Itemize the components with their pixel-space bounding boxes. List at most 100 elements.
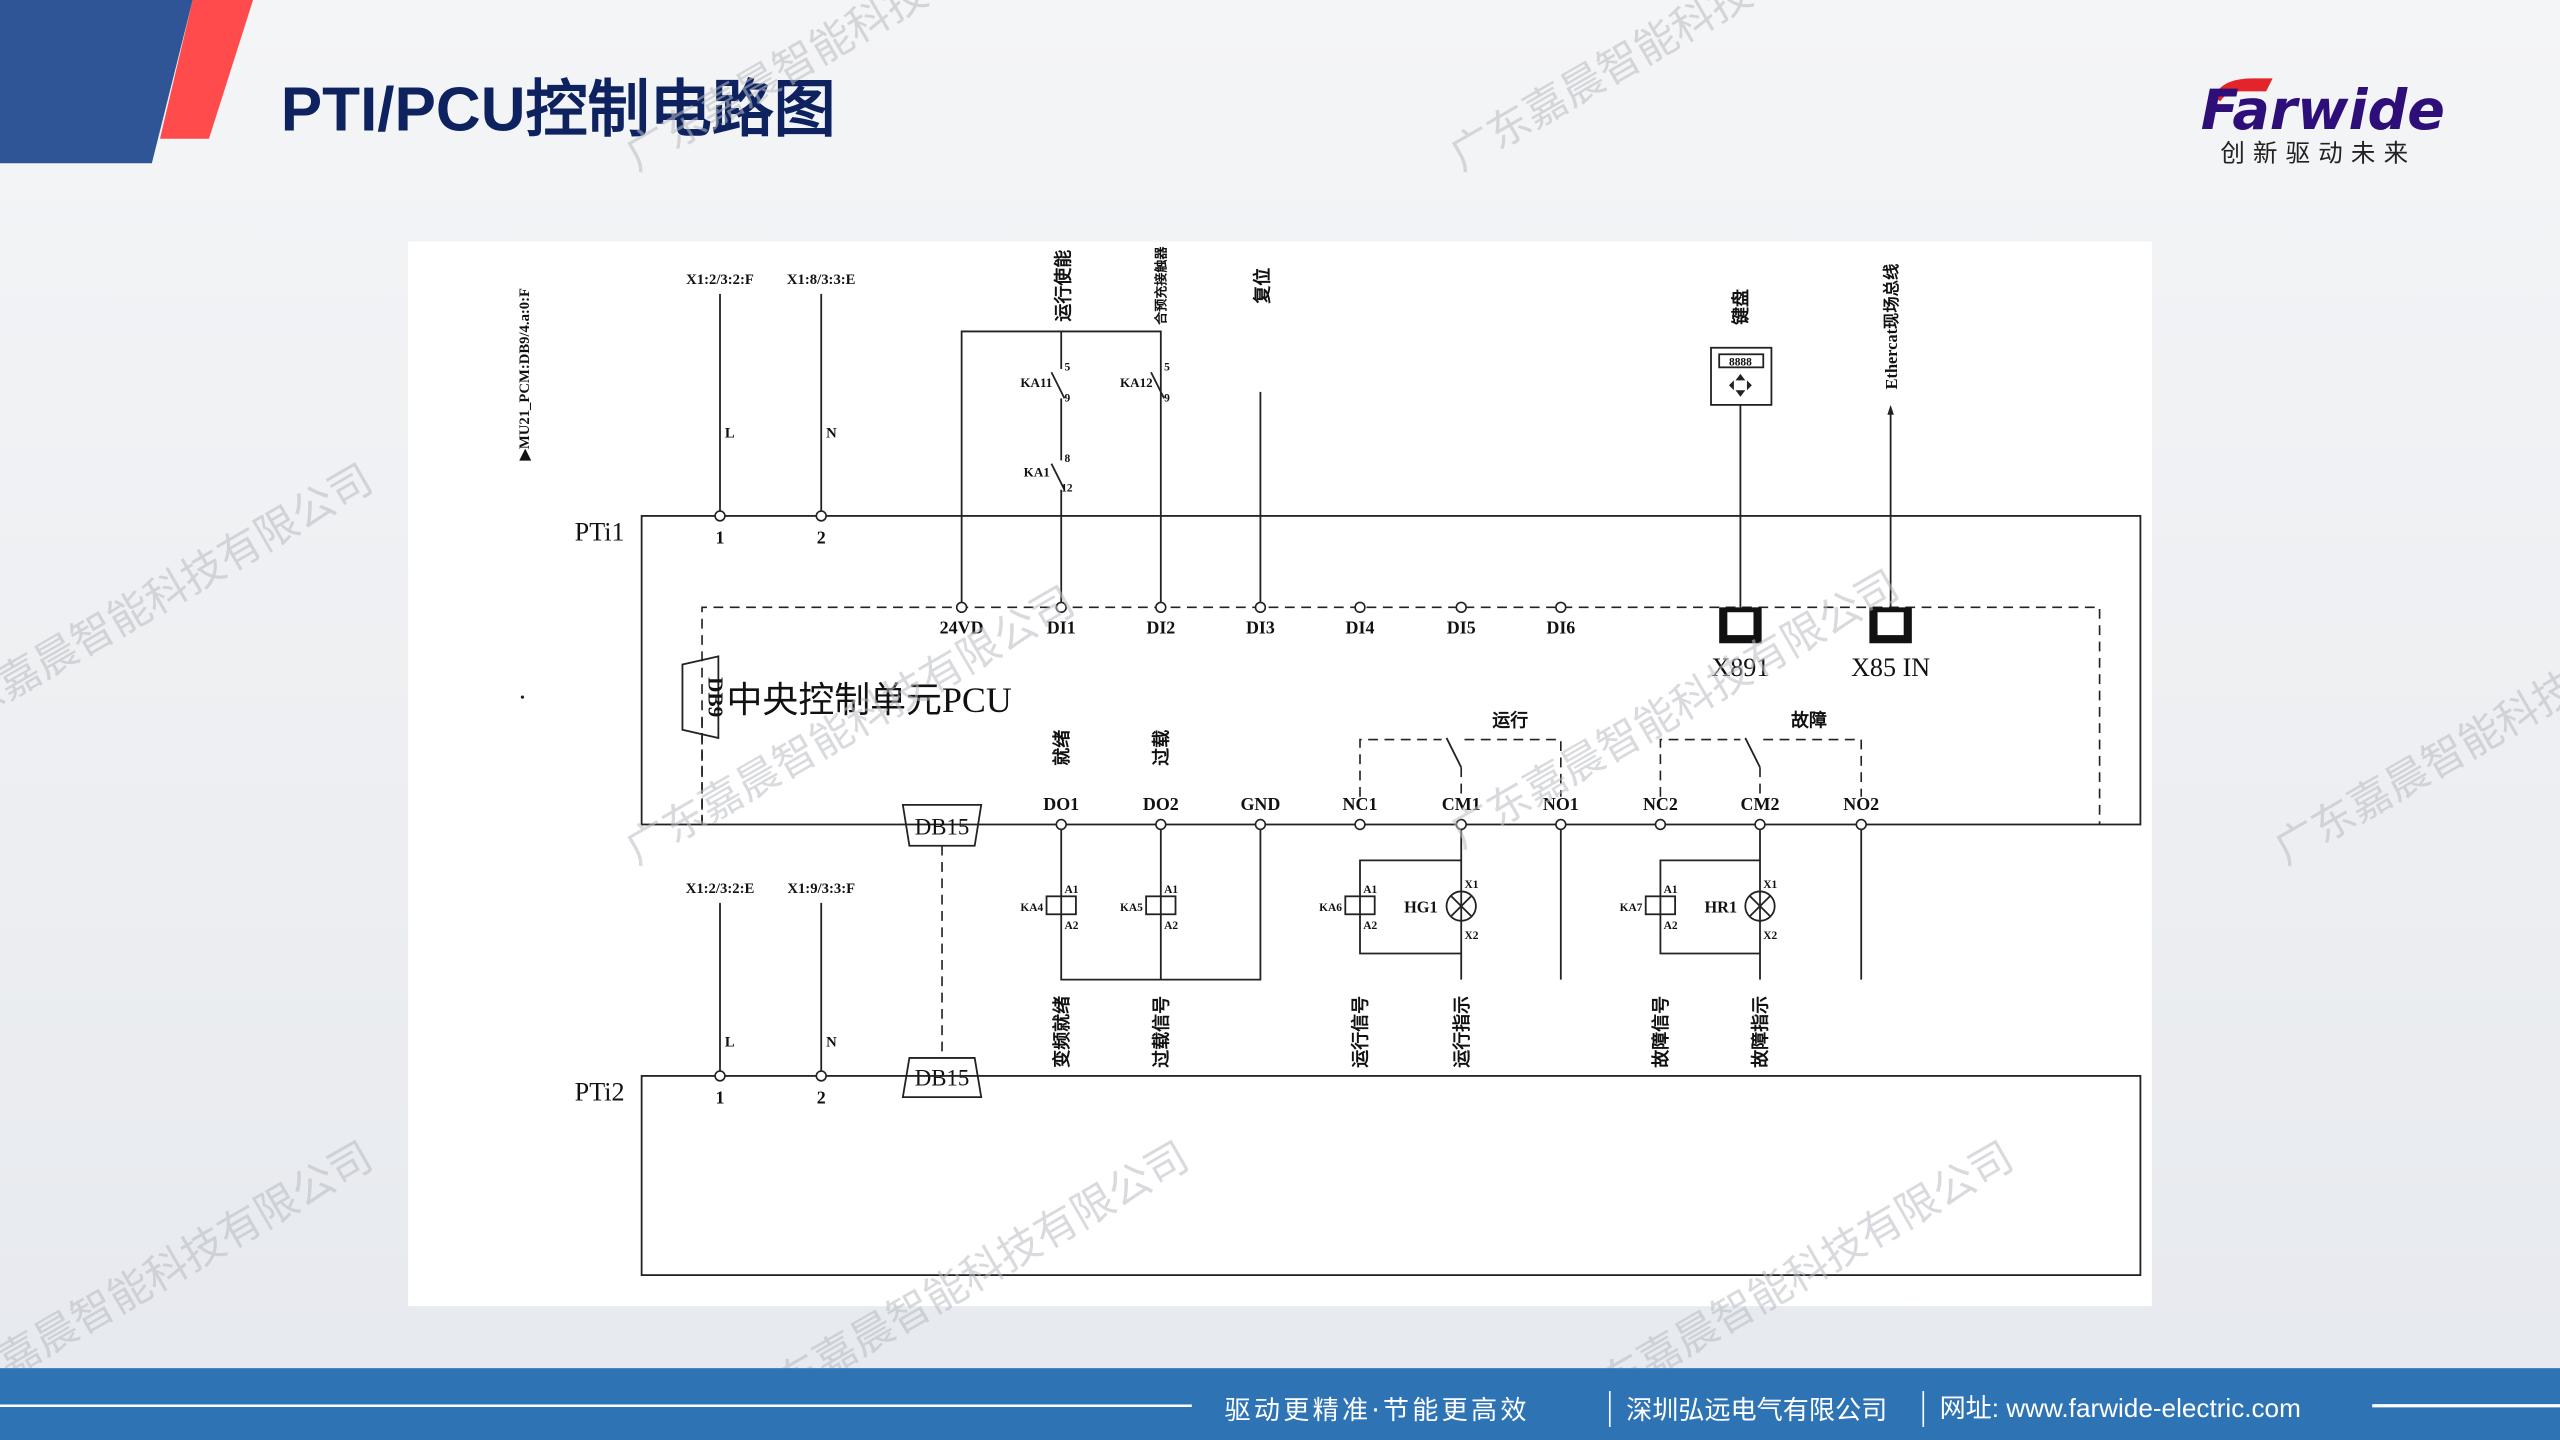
label-overload: 过载 — [1150, 730, 1171, 766]
contact-8: 8 — [1064, 453, 1070, 465]
logo-swoosh-icon — [2213, 78, 2273, 102]
switch-ka12: KA12 — [1120, 375, 1153, 390]
terminal-24vd: 24VD — [940, 617, 984, 637]
relay-ka5: KA5 — [1120, 902, 1143, 914]
footer-bar — [0, 1368, 2560, 1440]
footer-website: 网址: www.farwide-electric.com — [1940, 1393, 2301, 1423]
terminal-di6: DI6 — [1546, 617, 1575, 637]
watermark: 广东嘉晨智能科技有限公司 — [2267, 578, 2560, 875]
terminal-nc2: NC2 — [1643, 794, 1678, 814]
relay-ka4: KA4 — [1020, 902, 1043, 914]
pti1-terminal-2: 2 — [817, 528, 826, 548]
signal-precharge: 合预充接触器 — [1154, 246, 1169, 325]
label-ready: 就绪 — [1051, 730, 1072, 766]
pti2-x1-n: X1:9/3:3:F — [787, 881, 855, 897]
pti1-terminal-1: 1 — [716, 528, 725, 548]
terminal-no1: NO1 — [1543, 794, 1579, 814]
terminal-do2: DO2 — [1143, 794, 1179, 814]
pti2-x1-l: X1:2/3:2:E — [686, 881, 755, 897]
db15-label: DB15 — [915, 1066, 970, 1091]
terminal-cm2: CM2 — [1741, 794, 1780, 814]
label-fault: 故障 — [1791, 710, 1827, 731]
wire-l: L — [725, 426, 735, 442]
contact-5: 5 — [1164, 362, 1170, 374]
pti1-box — [640, 515, 2142, 826]
lamp-hr1-icon — [1744, 890, 1776, 922]
pti2-terminal-1: 1 — [716, 1088, 725, 1108]
coil-ka4 — [1045, 895, 1077, 916]
logo-slogan: 创新驱动未来 — [2220, 139, 2416, 168]
pin-a2: A2 — [1064, 920, 1078, 932]
rj45-x85-icon — [1869, 607, 1912, 644]
farwide-logo: Farwide 创新驱动未来 — [2201, 78, 2445, 168]
lamp-hg1-icon — [1445, 890, 1477, 922]
db9-connector: DB9 — [681, 655, 728, 740]
pin-x2: X2 — [1763, 930, 1777, 942]
signal-run-enable: 运行使能 — [1052, 250, 1073, 322]
pti2-terminal-2: 2 — [817, 1088, 826, 1108]
diagram-panel — [408, 241, 2152, 1307]
keypad-display: 8888 — [1729, 357, 1752, 369]
pti1-x1-n: X1:8/3:3:E — [787, 272, 856, 288]
port-x891: X891 — [1711, 653, 1769, 682]
terminal-di2: DI2 — [1146, 617, 1175, 637]
pin-a1: A1 — [1664, 884, 1678, 896]
wire-n: N — [826, 1035, 837, 1051]
signal-fault-indicator: 故障指示 — [1750, 996, 1771, 1068]
terminal-do1: DO1 — [1043, 794, 1079, 814]
page-title: PTI/PCU控制电路图 — [281, 76, 836, 145]
wire-l: L — [725, 1035, 735, 1051]
contact-12: 12 — [1061, 482, 1073, 494]
circuit-diagram: ▶MU21_PCM:DB9/4.a:0:F PTi1 1 2 X1:2/3:2:… — [517, 246, 2142, 1276]
pin-a1: A1 — [1363, 884, 1377, 896]
pin-a2: A2 — [1164, 920, 1178, 932]
signal-ethercat: Ethercat现场总线 — [1882, 263, 1901, 389]
signal-run-indicator: 运行指示 — [1451, 996, 1472, 1068]
pcu-label: 中央控制单元PCU — [727, 680, 1012, 720]
pti2-label: PTi2 — [575, 1077, 625, 1106]
pti1-x1-l: X1:2/3:2:F — [686, 272, 754, 288]
watermark: 广东嘉晨智能科技有限公司 — [0, 455, 381, 752]
terminal-di1: DI1 — [1047, 617, 1076, 637]
wire-n: N — [826, 426, 837, 442]
coil-ka6 — [1344, 895, 1376, 916]
pin-a1: A1 — [1064, 884, 1078, 896]
signal-vfd-ready: 变频就绪 — [1051, 996, 1072, 1068]
coil-ka5 — [1145, 895, 1177, 916]
pti2-box — [640, 1075, 2142, 1276]
pti1-label: PTi1 — [575, 517, 625, 546]
terminal-di3: DI3 — [1246, 617, 1275, 637]
dot — [520, 695, 525, 699]
footer-company: 深圳弘远电气有限公司 — [1626, 1396, 1887, 1426]
contact-9: 9 — [1064, 393, 1070, 405]
relay-ka7: KA7 — [1620, 902, 1643, 914]
keypad-icon: 8888 — [1710, 346, 1773, 406]
terminal-di4: DI4 — [1346, 617, 1375, 637]
terminal-no2: NO2 — [1843, 794, 1879, 814]
logo-text: Farwide — [2201, 78, 2445, 143]
db9-label: DB9 — [704, 677, 728, 717]
pin-x1: X1 — [1464, 879, 1478, 891]
contact-9: 9 — [1164, 393, 1170, 405]
signal-running: 运行信号 — [1350, 996, 1371, 1068]
arrow-keys-icon — [1728, 373, 1752, 397]
input-terminals: 24VD DI1 DI2 DI3 DI4 DI5 DI6 — [940, 601, 1575, 637]
header-red-stripe — [160, 0, 254, 139]
terminal-cm1: CM1 — [1442, 794, 1481, 814]
rj45-x891-icon — [1719, 607, 1762, 644]
output-terminals: DO1 DO2 GND NC1 CM1 NO1 NC2 CM2 NO2 — [1043, 794, 1879, 831]
header-blue-block — [0, 0, 193, 164]
lamp-hg1: HG1 — [1404, 898, 1438, 917]
pin-a2: A2 — [1664, 920, 1678, 932]
watermark: 广东嘉晨智能科技有限公司 — [1442, 0, 1908, 181]
footer-slogan: 驱动更精准·节能更高效 — [1224, 1396, 1529, 1426]
terminal-gnd: GND — [1240, 794, 1280, 814]
relay-ka6: KA6 — [1319, 902, 1342, 914]
db15-label: DB15 — [915, 814, 970, 839]
terminal-nc1: NC1 — [1343, 794, 1378, 814]
signal-keyboard: 键盘 — [1730, 289, 1751, 326]
lamp-hr1: HR1 — [1704, 898, 1737, 917]
pin-a2: A2 — [1363, 920, 1377, 932]
coil-ka7 — [1644, 895, 1677, 916]
